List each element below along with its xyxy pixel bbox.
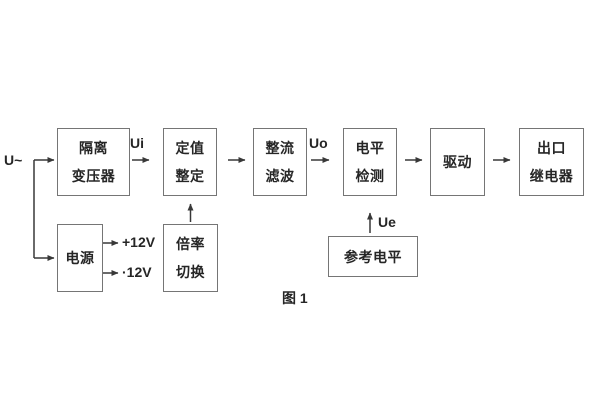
input-signal-label: U~ [4,152,23,168]
block-label: 电平 [355,140,385,156]
block-label: 整定 [175,168,205,184]
block-label: 隔离 [79,140,108,156]
block-label: 倍率 [176,236,205,252]
figure-caption: 图 1 [282,290,308,306]
block-ratio-switch: 倍率 切换 [163,224,218,292]
block-power-supply: 电源 [57,224,103,292]
block-label: 电源 [65,250,95,266]
block-label: 滤波 [265,168,295,184]
ue-signal-label: Ue [378,214,396,230]
block-output-relay: 出口 继电器 [519,128,584,196]
block-isolation-transformer: 隔离 变压器 [57,128,130,196]
pos-12v-rail-label: +12V [122,234,156,250]
block-label: 变压器 [71,168,116,184]
block-level-detection: 电平 检测 [343,128,397,196]
block-label: 驱动 [443,154,472,170]
block-reference-level: 参考电平 [328,236,418,277]
block-label: 继电器 [529,168,574,184]
block-label: 定值 [175,140,205,156]
block-setpoint-setting: 定值 整定 [163,128,217,196]
neg-12v-rail-label: ·12V [122,264,152,280]
block-label: 检测 [355,168,385,184]
ui-signal-label: Ui [130,135,144,151]
block-label: 整流 [265,140,295,156]
block-label: 参考电平 [344,248,402,265]
block-label: 出口 [537,140,566,156]
block-label: 切换 [176,264,205,280]
uo-signal-label: Uo [309,135,328,151]
block-rectifier-filter: 整流 滤波 [253,128,307,196]
block-driver: 驱动 [430,128,485,196]
